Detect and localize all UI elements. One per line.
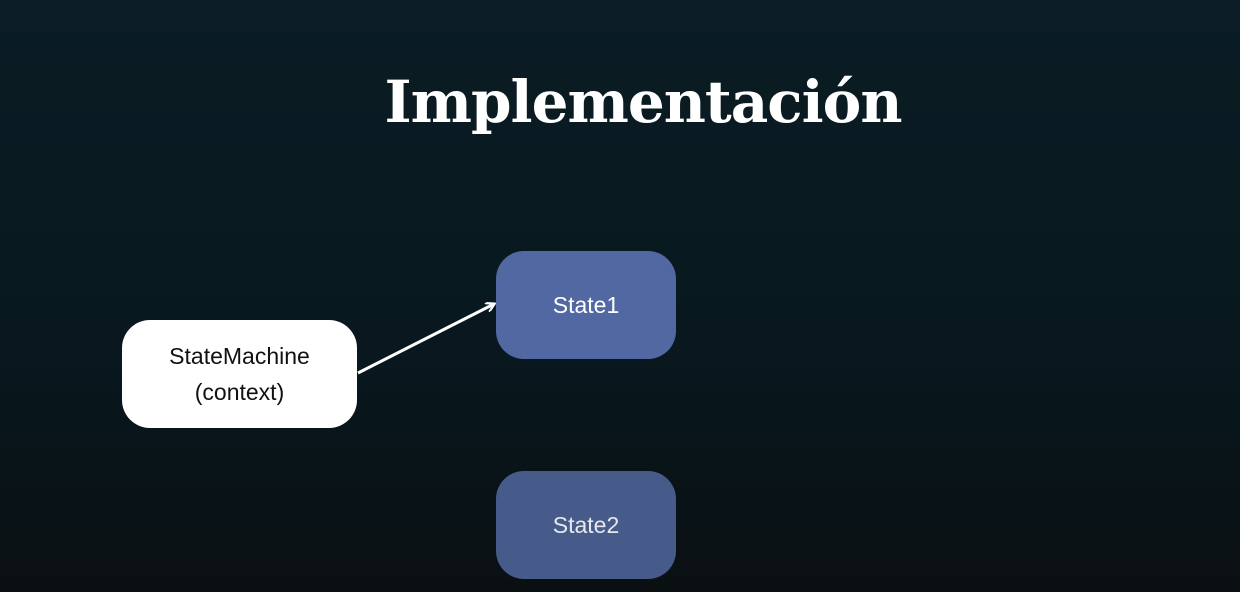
state2-node: State2	[496, 471, 676, 579]
slide-title: Implementación	[384, 68, 902, 136]
state1-node: State1	[496, 251, 676, 359]
arrow-line	[357, 304, 494, 375]
statemachine-context-node: StateMachine (context)	[122, 320, 357, 428]
